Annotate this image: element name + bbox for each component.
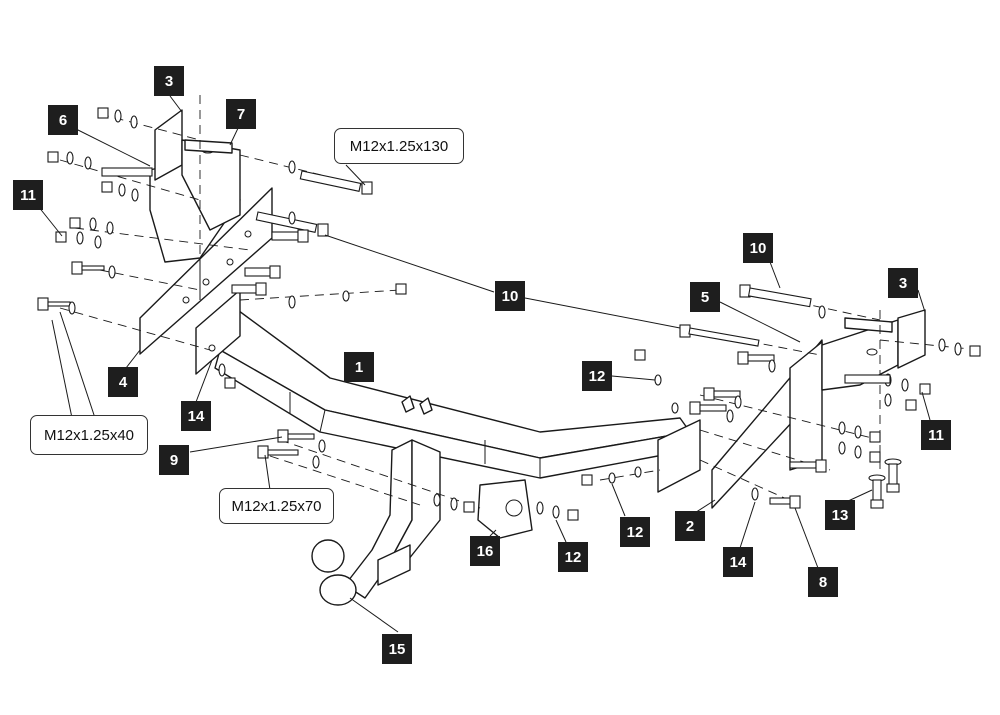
callout-3-left: 3 (154, 66, 184, 96)
leader-lines (37, 95, 931, 633)
callout-16: 16 (470, 536, 500, 566)
callout-12-lower: 12 (620, 517, 650, 547)
callout-10-center: 10 (495, 281, 525, 311)
callout-2: 2 (675, 511, 705, 541)
bolt-shank (47, 301, 71, 307)
right-bracket (711, 339, 823, 509)
callout-13: 13 (825, 500, 855, 530)
callout-6: 6 (48, 105, 78, 135)
callout-7: 7 (226, 99, 256, 129)
callout-4: 4 (108, 367, 138, 397)
callout-8: 8 (808, 567, 838, 597)
callout-14-left: 14 (181, 401, 211, 431)
callout-1: 1 (344, 352, 374, 382)
socket-plate (477, 479, 533, 539)
callout-11-right: 11 (921, 420, 951, 450)
callout-11-left: 11 (13, 180, 43, 210)
right-upper-bracket (821, 309, 926, 391)
callout-12-upper: 12 (582, 361, 612, 391)
bolt-head (37, 297, 49, 311)
callout-10-right: 10 (743, 233, 773, 263)
left-beam-plate (195, 289, 241, 375)
callout-15: 15 (382, 634, 412, 664)
callout-14-right: 14 (723, 547, 753, 577)
callout-12-socket: 12 (558, 542, 588, 572)
spec-label-130: M12x1.25x130 (334, 128, 464, 164)
callout-5: 5 (690, 282, 720, 312)
spec-label-70: M12x1.25x70 (219, 488, 334, 524)
callout-9: 9 (159, 445, 189, 475)
left-spacer-tube (184, 139, 233, 154)
cross-beam (214, 307, 691, 479)
fasteners (37, 107, 981, 521)
right-beam-plate (657, 419, 701, 493)
callout-3-right: 3 (888, 268, 918, 298)
spec-label-40: M12x1.25x40 (30, 415, 148, 455)
